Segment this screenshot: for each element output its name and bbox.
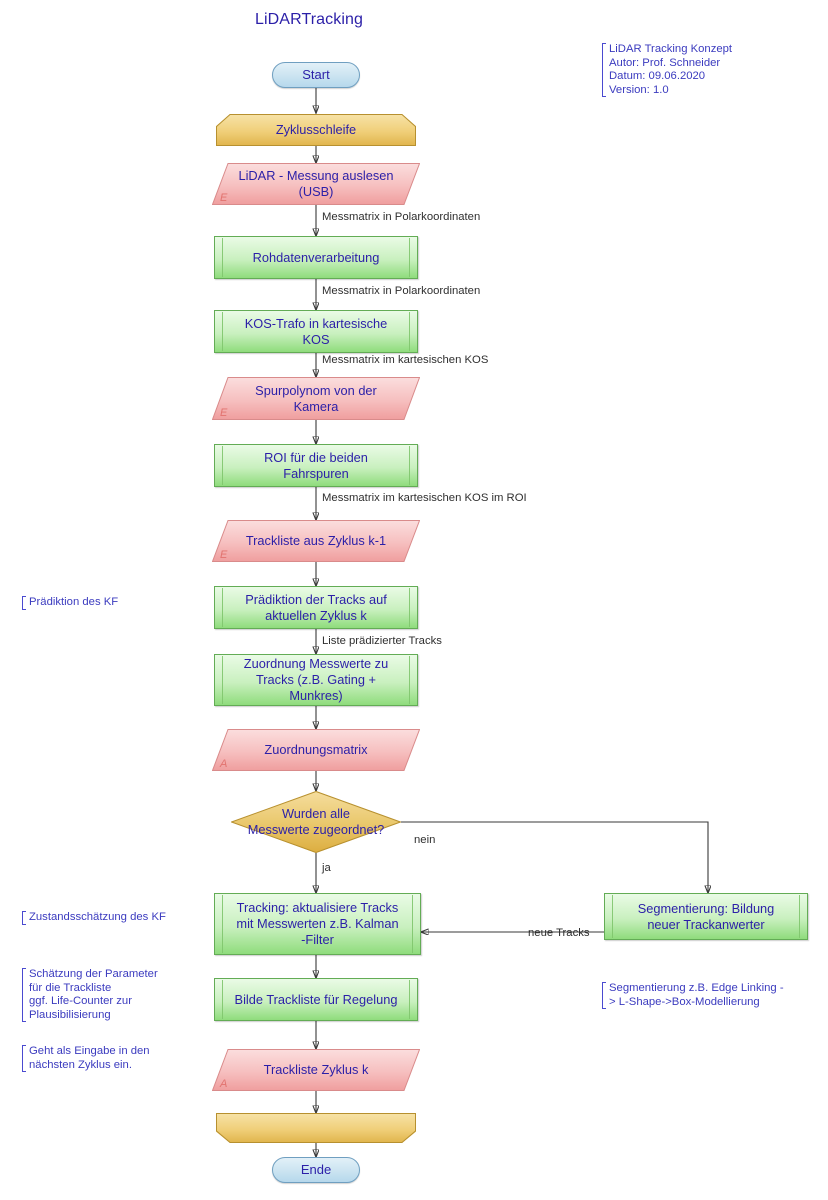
process-bar-left — [222, 895, 223, 953]
io-outline — [212, 377, 420, 420]
node-trackliste-zyklus-k[interactable]: Trackliste Zyklus k A — [212, 1049, 420, 1091]
process-bar-left — [222, 980, 223, 1019]
edge-label-messmatrix-polar-2: Messmatrix in Polarkoordinaten — [322, 285, 481, 297]
node-tracking-kalman[interactable]: Tracking: aktualisiere Tracks mit Messwe… — [214, 893, 421, 955]
node-bilde-trackliste-label: Bilde Trackliste für Regelung — [234, 991, 398, 1007]
node-praediktion-tracks-label: Prädiktion der Tracks auf aktuellen Zykl… — [245, 591, 387, 623]
process-bar-right — [409, 238, 410, 277]
annotation-segmentierung-hinweis: Segmentierung z.B. Edge Linking - > L-Sh… — [602, 982, 802, 1009]
loop-start-outline — [216, 114, 416, 146]
diagram-title: LiDARTracking — [255, 11, 364, 28]
loop-start-shape — [216, 114, 416, 146]
node-tracking-kalman-label: Tracking: aktualisiere Tracks mit Messwe… — [236, 900, 399, 947]
node-bilde-trackliste[interactable]: Bilde Trackliste für Regelung — [214, 978, 418, 1021]
io-shape — [212, 377, 420, 420]
edge-label-messmatrix-kartesisch: Messmatrix im kartesischen KOS — [322, 354, 489, 366]
process-bar-right — [799, 895, 800, 938]
edge-label-liste-praediziert: Liste prädizierter Tracks — [322, 635, 442, 647]
process-bar-right — [409, 446, 410, 485]
node-start[interactable]: Start — [272, 62, 360, 88]
loop-end-shape — [216, 1113, 416, 1143]
annotation-zustandsschaetzung-kf: Zustandsschätzung des KF — [22, 911, 197, 925]
node-lidar-messung-auslesen[interactable]: LiDAR - Messung auslesen (USB) E — [212, 163, 420, 205]
meta-info-box: LiDAR Tracking Konzept Autor: Prof. Schn… — [602, 43, 807, 97]
edge-label-ja: ja — [322, 862, 331, 874]
process-bar-right — [412, 895, 413, 953]
edge-label-neue-tracks: neue Tracks — [528, 927, 590, 939]
annotation-eingabe-naechster-zyklus: Geht als Eingabe in den nächsten Zyklus … — [22, 1045, 197, 1072]
process-bar-left — [222, 446, 223, 485]
node-zuordnung-messwerte-label: Zuordnung Messwerte zu Tracks (z.B. Gati… — [243, 656, 389, 703]
io-shape — [212, 1049, 420, 1091]
process-bar-left — [222, 238, 223, 277]
node-zyklusschleife[interactable]: Zyklusschleife — [216, 114, 416, 146]
node-praediktion-tracks[interactable]: Prädiktion der Tracks auf aktuellen Zykl… — [214, 586, 418, 629]
node-segmentierung-label: Segmentierung: Bildung neuer Trackanwert… — [637, 900, 775, 932]
edge-label-nein: nein — [414, 834, 436, 846]
node-ende-label: Ende — [300, 1162, 332, 1177]
io-shape — [212, 163, 420, 205]
io-outline — [212, 729, 420, 771]
io-outline — [212, 163, 420, 205]
node-roi-fahrspuren-label: ROI für die beiden Fahrspuren — [264, 449, 368, 481]
edge-label-messmatrix-roi: Messmatrix im kartesischen KOS im ROI — [322, 492, 527, 504]
process-bar-right — [409, 656, 410, 704]
process-bar-left — [612, 895, 613, 938]
node-zuordnung-messwerte[interactable]: Zuordnung Messwerte zu Tracks (z.B. Gati… — [214, 654, 418, 706]
io-shape — [212, 729, 420, 771]
io-outline — [212, 1049, 420, 1091]
edge-label-messmatrix-polar-1: Messmatrix in Polarkoordinaten — [322, 211, 481, 223]
process-bar-right — [409, 312, 410, 351]
process-bar-left — [222, 656, 223, 704]
node-start-label: Start — [302, 67, 330, 82]
process-bar-right — [409, 588, 410, 627]
io-outline — [212, 520, 420, 562]
node-rohdatenverarbeitung-label: Rohdatenverarbeitung — [252, 249, 380, 265]
node-ende[interactable]: Ende — [272, 1157, 360, 1183]
loop-end-outline — [216, 1113, 416, 1143]
io-shape — [212, 520, 420, 562]
annotation-praediktion-kf: Prädiktion des KF — [22, 596, 187, 610]
edge-decision-nein-segmentierung — [401, 821, 708, 893]
process-bar-right — [409, 980, 410, 1019]
annotation-schaetzung-parameter: Schätzung der Parameter für die Tracklis… — [22, 968, 197, 1022]
node-rohdatenverarbeitung[interactable]: Rohdatenverarbeitung — [214, 236, 418, 279]
node-roi-fahrspuren[interactable]: ROI für die beiden Fahrspuren — [214, 444, 418, 487]
node-zuordnungsmatrix[interactable]: Zuordnungsmatrix A — [212, 729, 420, 771]
node-kos-trafo-label: KOS-Trafo in kartesische KOS — [244, 315, 388, 347]
node-zyklusschleife-ende[interactable] — [216, 1113, 416, 1143]
node-trackliste-zyklus-k-1[interactable]: Trackliste aus Zyklus k-1 E — [212, 520, 420, 562]
process-bar-left — [222, 312, 223, 351]
node-segmentierung[interactable]: Segmentierung: Bildung neuer Trackanwert… — [604, 893, 808, 940]
node-decision-messwerte-zugeordnet[interactable]: Wurden alle Messwerte zugeordnet? — [231, 791, 401, 853]
node-spurpolynom-kamera[interactable]: Spurpolynom von der Kamera E — [212, 377, 420, 420]
decision-outline — [231, 791, 401, 853]
node-kos-trafo[interactable]: KOS-Trafo in kartesische KOS — [214, 310, 418, 353]
process-bar-left — [222, 588, 223, 627]
